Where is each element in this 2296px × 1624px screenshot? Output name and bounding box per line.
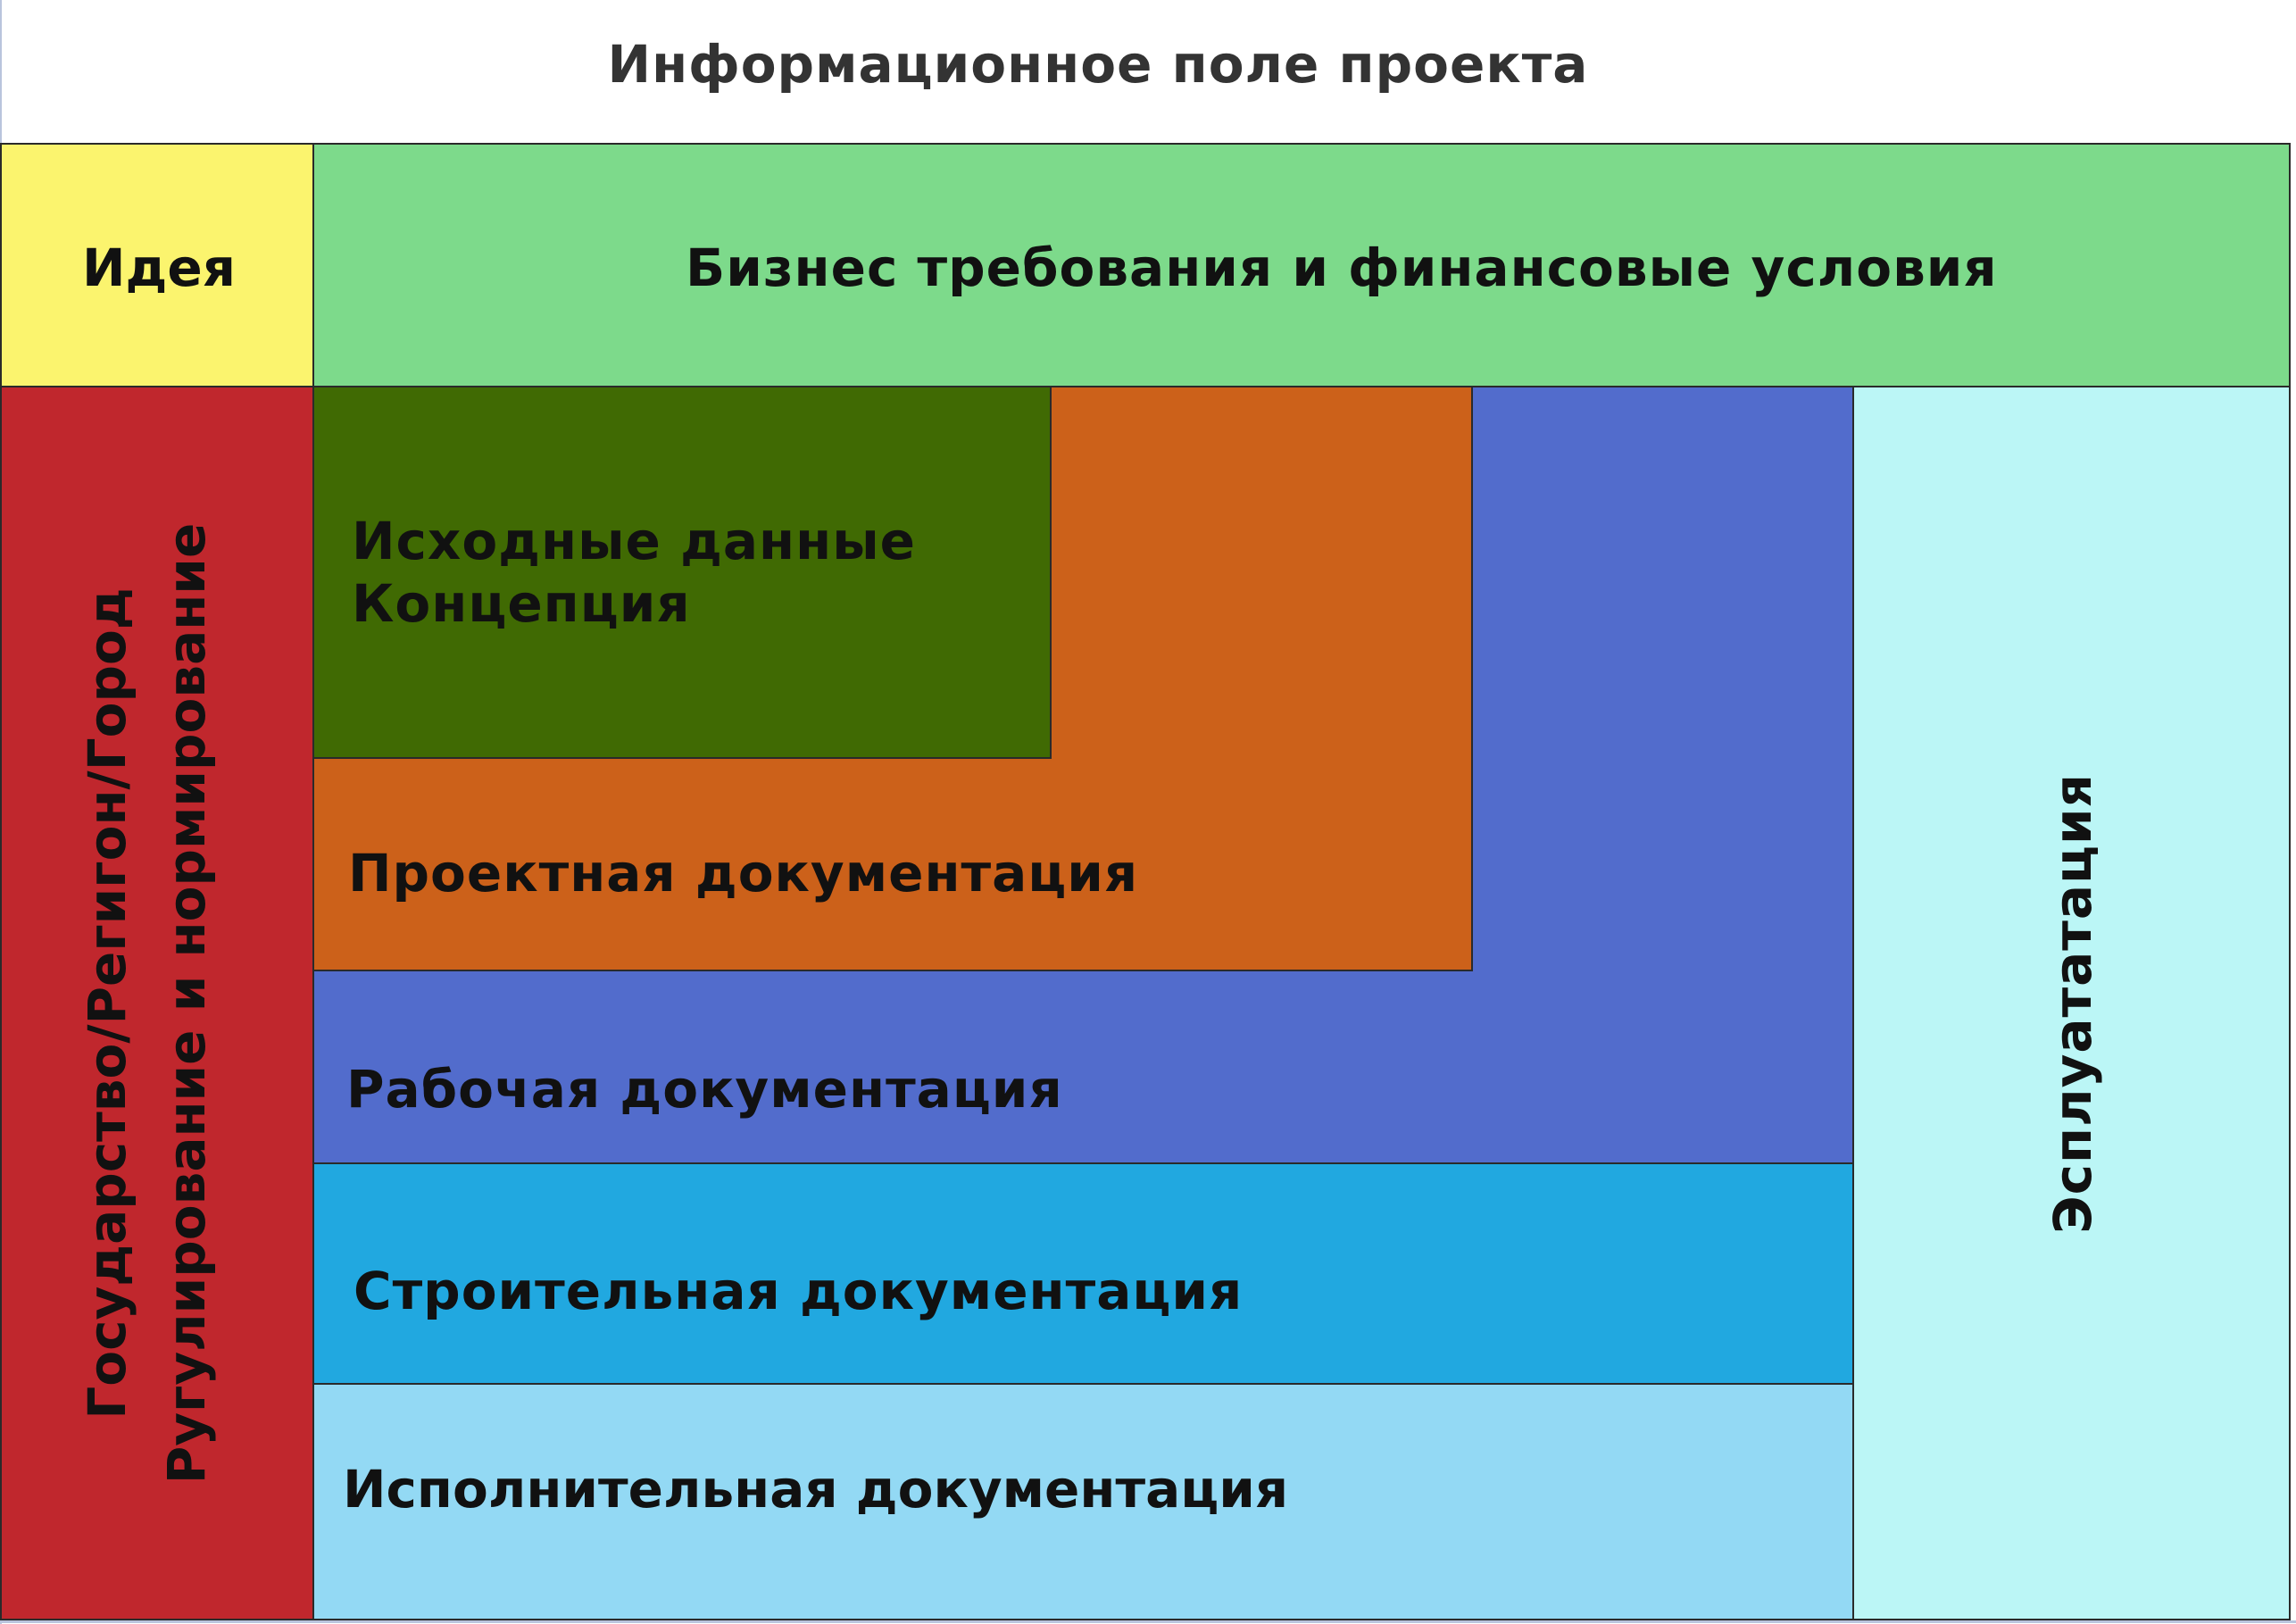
executive-docs-label: Исполнительная документация xyxy=(343,1459,1289,1520)
working-docs-label: Рабочая документация xyxy=(346,1059,1063,1120)
construction-docs-block xyxy=(312,1162,1854,1385)
business-requirements-block xyxy=(312,143,2291,387)
regulation-label: Ругулирование и нормирование xyxy=(156,522,217,1485)
operation-label: Эсплуататация xyxy=(2042,773,2103,1234)
construction-docs-label: Строительная документация xyxy=(354,1261,1244,1321)
idea-block xyxy=(0,143,314,387)
initial-data-label: Исходные данные xyxy=(352,511,916,571)
government-label: Государство/Регигон/Город xyxy=(77,587,137,1420)
concept-label: Концепция xyxy=(352,573,691,634)
executive-docs-block xyxy=(312,1383,1854,1620)
idea-label: Идея xyxy=(82,237,236,298)
diagram-title: Информационное поле проекта xyxy=(607,34,1589,95)
initial-data-block xyxy=(312,386,1052,759)
business-requirements-label: Бизнес требования и финансовые условия xyxy=(686,237,1998,298)
project-docs-label: Проектная документация xyxy=(348,843,1139,904)
operation-block xyxy=(1852,386,2291,1620)
frame-bottom-line xyxy=(0,1620,2296,1623)
